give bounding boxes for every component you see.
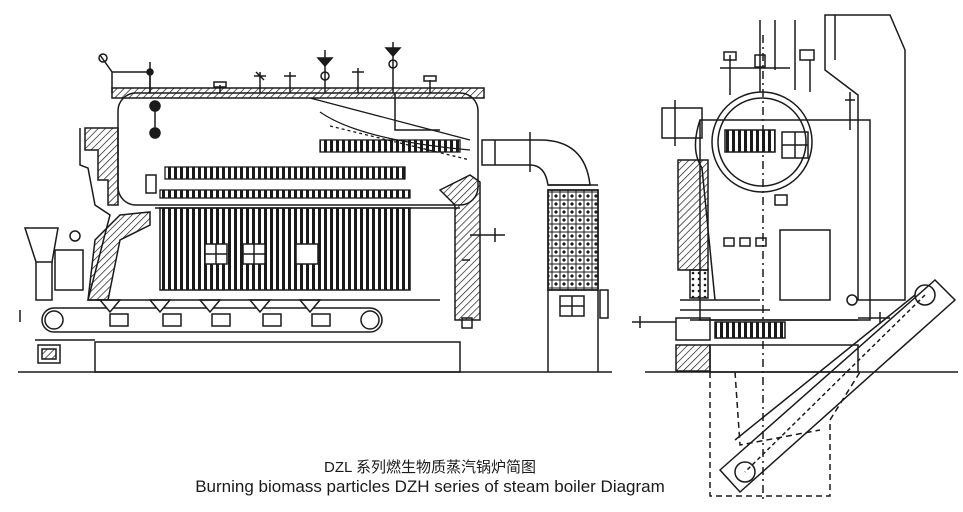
flue-duct bbox=[481, 132, 598, 186]
economizer bbox=[547, 189, 609, 372]
front-drum bbox=[711, 91, 813, 193]
front-view bbox=[632, 14, 958, 500]
front-foundation bbox=[675, 344, 711, 372]
foundation bbox=[94, 341, 461, 373]
hopper-pit bbox=[709, 371, 861, 497]
inclined-conveyor bbox=[718, 278, 957, 494]
ash-door bbox=[37, 344, 61, 364]
side-view bbox=[18, 42, 612, 373]
drum-tube-rows bbox=[159, 97, 471, 199]
outlet-stack bbox=[824, 14, 906, 301]
rear-wall-hatch bbox=[438, 174, 481, 321]
chain-grate bbox=[41, 299, 440, 333]
top-valves bbox=[98, 42, 440, 131]
front-wall-hatch bbox=[87, 211, 151, 301]
fuel-hopper bbox=[19, 227, 84, 322]
drum-gauge-icon bbox=[149, 100, 161, 112]
furnace-setting bbox=[84, 127, 119, 206]
caption-chinese: DZL 系列燃生物质蒸汽锅炉简图 bbox=[324, 459, 536, 476]
caption-english: Burning biomass particles DZH series of … bbox=[195, 477, 665, 496]
water-wall-tubes bbox=[155, 207, 460, 291]
